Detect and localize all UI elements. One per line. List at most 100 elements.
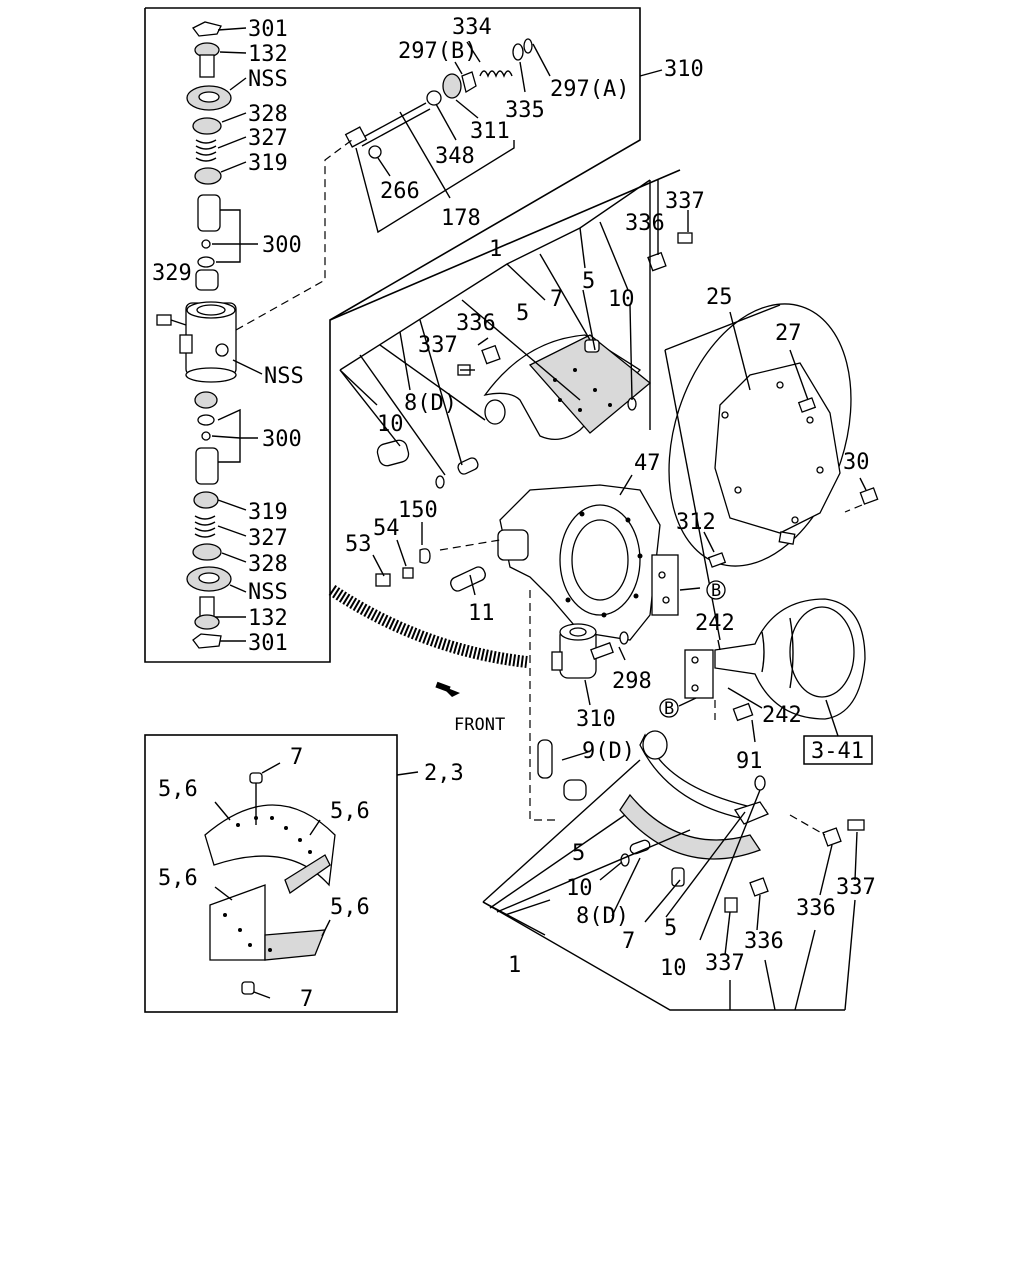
callout-30: 30: [843, 450, 870, 475]
assembly-310-leader: [639, 69, 663, 77]
callout-10-lower-b: 10: [660, 956, 687, 981]
shaft-detail-leaders: [355, 41, 551, 234]
callout-7-upper: 7: [550, 287, 563, 312]
callout-334: 334: [452, 15, 492, 40]
spider-leaders: [372, 474, 715, 596]
cross-reference-label: 3-41: [811, 739, 864, 764]
cross-reference-box: [803, 735, 873, 765]
callout-348: 348: [435, 144, 475, 169]
callout-297b: 297(B): [398, 39, 477, 64]
callout-labels: 301 132 NSS 328 327 319 300 329 NSS 300 …: [152, 15, 876, 1012]
left-stack-leaders: [211, 27, 263, 642]
shoe-lining-detail: [204, 772, 336, 995]
callout-242-upper: 242: [695, 611, 735, 636]
callout-nss-mid: NSS: [264, 364, 304, 389]
ref-marker-b-upper-label: B: [711, 581, 721, 601]
callout-5-upper-right: 5: [582, 269, 595, 294]
callout-25: 25: [706, 285, 733, 310]
front-label: FRONT: [454, 715, 505, 735]
callout-53: 53: [345, 532, 372, 557]
callout-5-upper-left: 5: [516, 301, 529, 326]
callout-301-bottom: 301: [248, 631, 288, 656]
callout-329: 329: [152, 261, 192, 286]
callout-337-upper-right: 337: [665, 189, 705, 214]
callout-10-upper-right: 10: [608, 287, 635, 312]
callout-337-lower-right: 337: [836, 875, 876, 900]
callout-312: 312: [676, 510, 716, 535]
callout-319-top: 319: [248, 151, 288, 176]
callout-91: 91: [736, 749, 763, 774]
shoe-lining-detail-frame: [144, 734, 398, 1013]
callout-5-6-lower-right: 5,6: [330, 895, 370, 920]
callout-27: 27: [775, 321, 802, 346]
callout-336-lower-right: 336: [796, 896, 836, 921]
callout-5-6-upper-right: 5,6: [330, 799, 370, 824]
slack-adjuster-leader: [584, 679, 591, 706]
callout-327-bottom: 327: [248, 526, 288, 551]
ref-marker-b-lower: [659, 698, 679, 718]
callout-301-top: 301: [248, 17, 288, 42]
callout-1-upper: 1: [489, 237, 502, 262]
callout-178: 178: [441, 206, 481, 231]
shoe-lining-leaders: [214, 762, 419, 999]
adjuster-upper-parts: [186, 21, 232, 291]
callout-47: 47: [634, 451, 661, 476]
callout-328-top: 328: [248, 102, 288, 127]
callout-5-6-upper-left: 5,6: [158, 777, 198, 802]
main-assembly-frame: [329, 169, 681, 321]
callout-10-lower-a: 10: [566, 876, 593, 901]
callout-300-top: 300: [262, 233, 302, 258]
callout-300-bottom: 300: [262, 427, 302, 452]
spider-to-lower-shoe-link: [529, 590, 560, 821]
callout-242-lower: 242: [762, 703, 802, 728]
callout-7-lower: 7: [622, 929, 635, 954]
ref-marker-b-lower-label: B: [664, 699, 674, 719]
lower-brake-shoe: [537, 730, 865, 913]
callout-2-3: 2,3: [424, 761, 464, 786]
callout-132-top: 132: [248, 42, 288, 67]
adjuster-lower-parts: [186, 391, 232, 649]
slack-adjuster: [551, 623, 614, 679]
callout-1-lower: 1: [508, 953, 521, 978]
callout-150: 150: [398, 498, 438, 523]
callout-337-lower-left: 337: [705, 951, 745, 976]
callout-nss-bottom: NSS: [248, 580, 288, 605]
callout-319-bottom: 319: [248, 500, 288, 525]
callout-335: 335: [505, 98, 545, 123]
callout-311: 311: [470, 119, 510, 144]
callout-7-detail-bottom: 7: [300, 987, 313, 1012]
chamber-leaders: [618, 587, 839, 743]
upper-shoe-leaders: [339, 179, 689, 476]
brake-chamber: [619, 598, 866, 722]
callout-10-upper-left: 10: [377, 412, 404, 437]
housing-to-shaft-link: [235, 139, 353, 331]
callout-336-upper-left: 336: [456, 311, 496, 336]
front-arrow: [328, 585, 528, 697]
callout-8d-upper: 8(D): [404, 391, 457, 416]
callout-310-top: 310: [664, 57, 704, 82]
callout-5-lower-a: 5: [572, 841, 585, 866]
callout-nss-top: NSS: [248, 67, 288, 92]
ref-marker-b-upper: [706, 580, 726, 600]
callout-298: 298: [612, 669, 652, 694]
callout-336-lower-left: 336: [744, 929, 784, 954]
adjuster-housing: [179, 301, 237, 383]
callout-328-bottom: 328: [248, 552, 288, 577]
callout-336-upper-right: 336: [625, 211, 665, 236]
lower-shoe-leaders: [482, 751, 858, 1011]
shaft-178-group: [344, 38, 533, 159]
callout-266: 266: [380, 179, 420, 204]
callout-54: 54: [373, 516, 400, 541]
callout-132-bottom: 132: [248, 606, 288, 631]
callout-8d-lower: 8(D): [576, 904, 629, 929]
callout-9d: 9(D): [582, 739, 635, 764]
bolt-329: [156, 314, 187, 326]
callout-11: 11: [468, 601, 495, 626]
callout-5-lower-b: 5: [664, 916, 677, 941]
callout-5-6-lower-left: 5,6: [158, 866, 198, 891]
dust-shield: [668, 303, 879, 567]
anchor-spider: [375, 484, 727, 641]
callout-310-lower: 310: [576, 707, 616, 732]
callout-337-upper-left: 337: [418, 333, 458, 358]
